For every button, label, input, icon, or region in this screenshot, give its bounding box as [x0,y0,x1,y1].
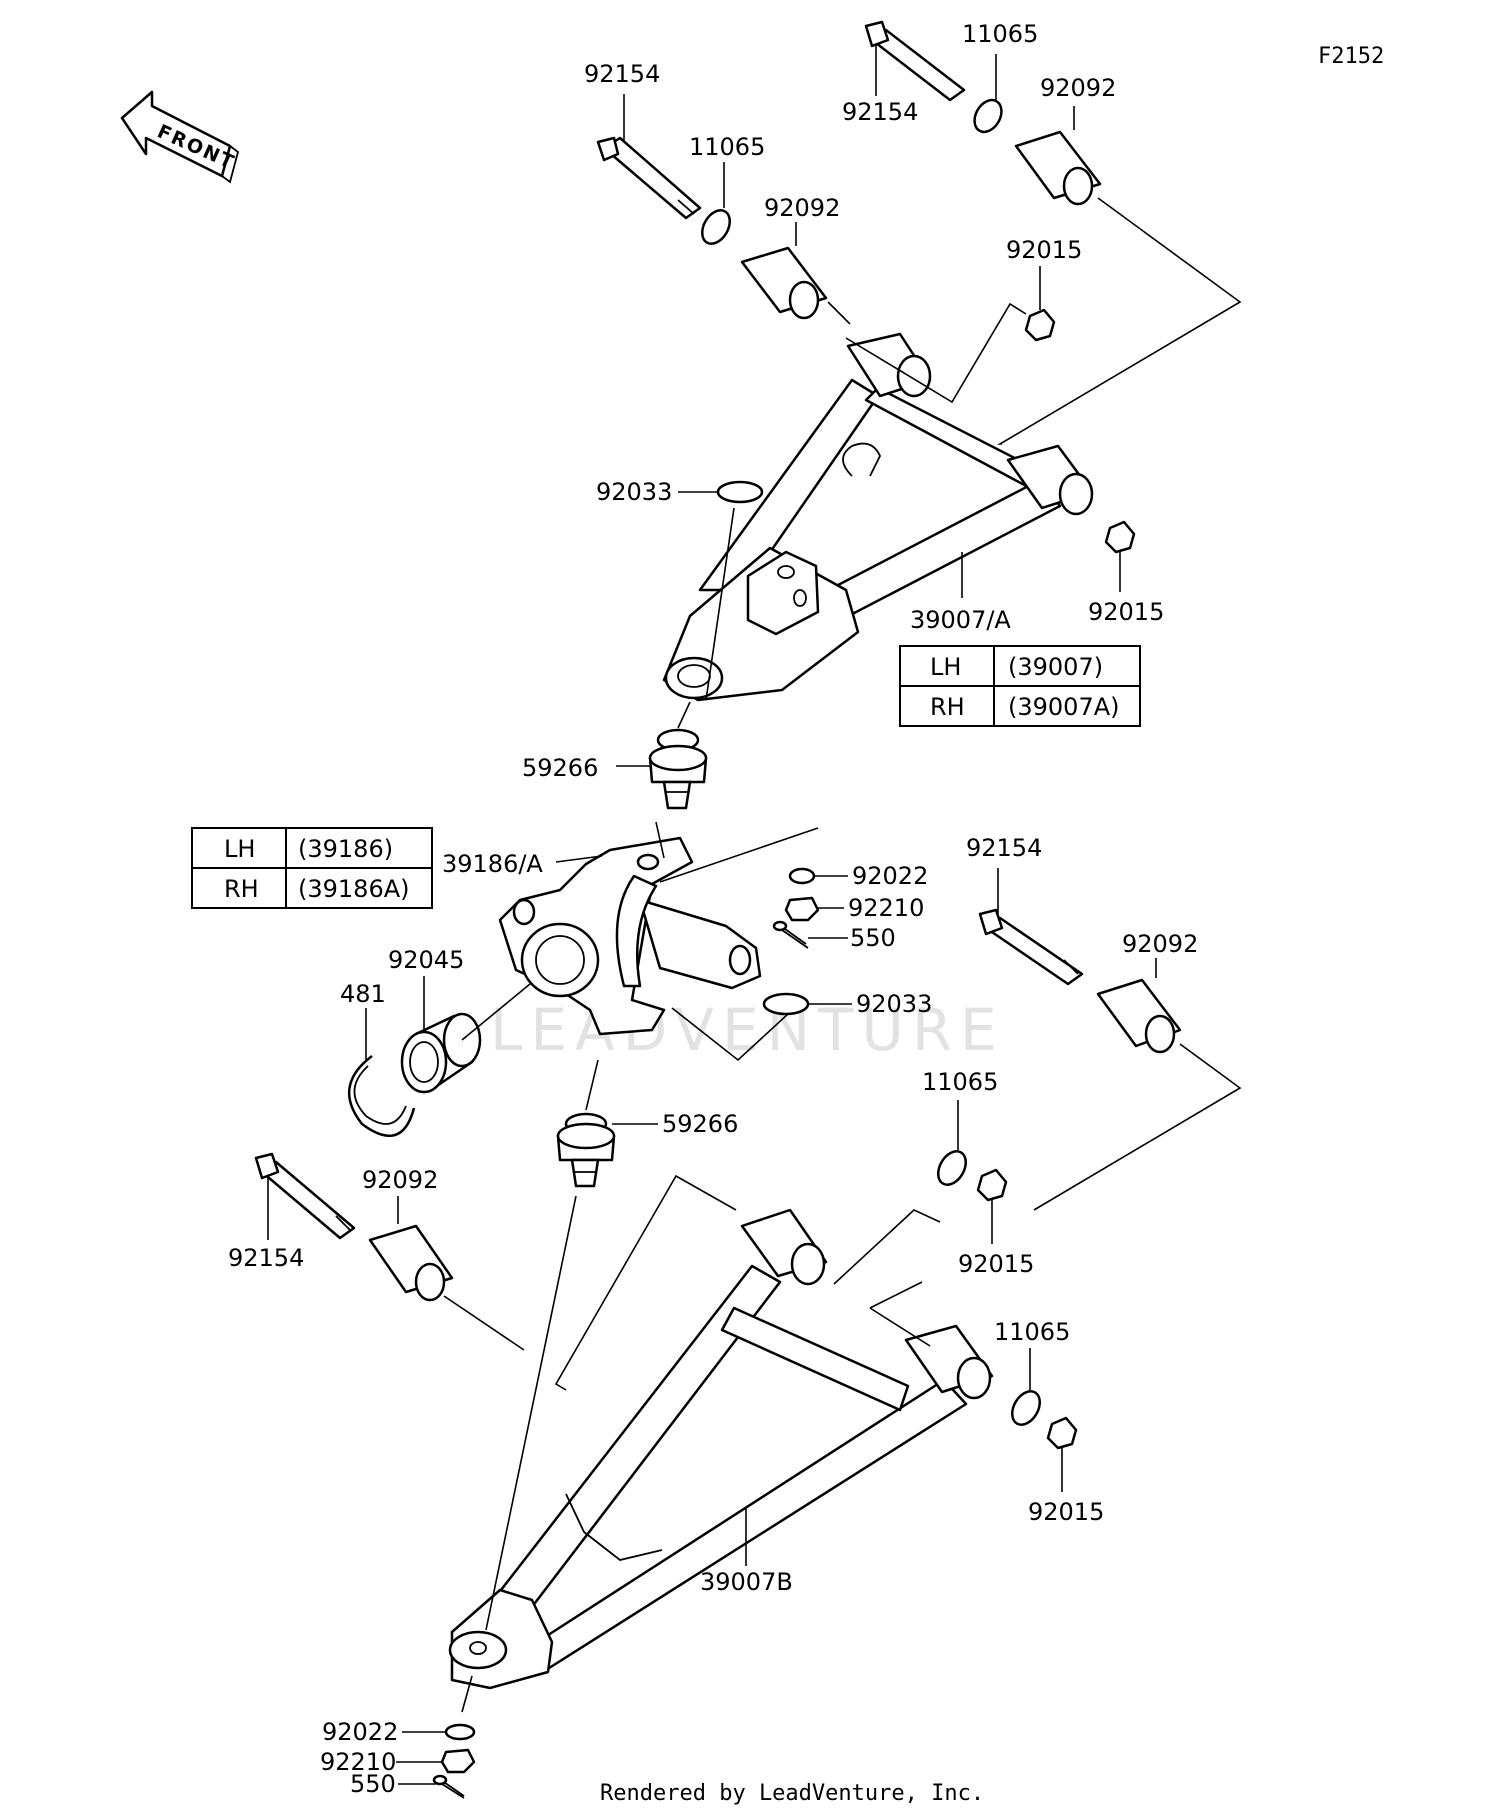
lower-washer-mid [937,1150,967,1186]
label-lower-bushing-right: 92092 [1122,930,1198,958]
arm-table-rh: RH [930,693,965,721]
label-knuckle-circlip: 92033 [856,990,932,1018]
label-upper-washer-left: 11065 [689,133,765,161]
lower-pin [432,1774,465,1799]
leader-upper-2 [997,197,1242,445]
label-lower-nut-right: 92015 [1028,1498,1104,1526]
knuckle-nut [784,896,820,922]
label-lower-arm: 39007B [700,1568,793,1596]
label-knuckle-nut: 92210 [848,894,924,922]
upper-bushing-left [740,246,828,320]
label-snapring: 481 [340,980,386,1008]
label-knuckle: 39186/A [442,850,543,878]
label-lower-bolt-right: 92154 [966,834,1042,862]
label-upper-bushing-left: 92092 [764,194,840,222]
upper-nut-right [1104,520,1136,554]
label-upper-washer-right: 11065 [962,20,1038,48]
upper-ball-joint [648,728,708,810]
lower-nut-right [1046,1416,1078,1450]
knuckle-washer [788,867,816,885]
leader-lower-3 [869,1281,923,1309]
leader-lower-1 [554,1174,737,1391]
lower-nut [440,1748,476,1774]
upper-washer-left [701,209,731,245]
upper-bushing-right [1014,130,1102,206]
leader-lower-2 [833,1209,941,1285]
lower-bolt-left [254,1152,356,1240]
lower-bushing-right [1096,978,1182,1054]
footer-credit: Rendered by LeadVenture, Inc. [600,1781,984,1806]
lower-washer-right [1011,1390,1041,1426]
knuckle-table-lh-part: (39186) [298,835,393,863]
knuckle-table-rh: RH [224,875,259,903]
lower-bolt-right [978,908,1084,986]
arm-table-rh-part: (39007A) [1008,693,1120,721]
knuckle-table-lh: LH [224,835,255,863]
knuckle-table-rh-part: (39186A) [298,875,410,903]
label-lower-bolt-left: 92154 [228,1244,304,1272]
watermark: LEADVENTURE [490,996,1005,1064]
label-upper-bolt-right: 92154 [842,98,918,126]
knuckle-circlip [762,992,810,1016]
steering-knuckle [498,836,762,1036]
lower-bushing-left [368,1224,454,1302]
label-upper-arm: 39007/A [910,606,1011,634]
label-upper-bushing-right: 92092 [1040,74,1116,102]
leader-lower-5 [1033,1043,1242,1211]
leader-lower-6 [443,1295,525,1351]
label-upper-circlip: 92033 [596,478,672,506]
figure-code: F2152 [1318,44,1384,69]
label-knuckle-pin: 550 [850,924,896,952]
wheel-bearing [400,1012,482,1094]
label-lower-washer-mid: 11065 [922,1068,998,1096]
label-upper-bolt-left: 92154 [584,60,660,88]
upper-circlip [716,480,764,504]
label-upper-nut-top: 92015 [1006,236,1082,264]
arm-table-lh-part: (39007) [1008,653,1103,681]
label-lower-nut: 92210 [320,1748,396,1776]
upper-washer-right [973,98,1003,134]
lower-ball-joint [556,1112,616,1188]
leader-upper-1 [845,302,1027,404]
label-lower-nut-mid: 92015 [958,1250,1034,1278]
label-upper-balljoint: 59266 [522,754,598,782]
lower-nut-mid [976,1168,1008,1202]
label-lower-balljoint: 59266 [662,1110,738,1138]
lower-a-arm [448,1208,994,1690]
arm-table: LH (39007) RH (39007A) [899,645,1141,727]
label-lower-bushing-left: 92092 [362,1166,438,1194]
leader-lower-4 [869,1307,931,1347]
label-lower-washer-right: 11065 [994,1318,1070,1346]
upper-nut-top [1024,308,1056,342]
upper-a-arm [662,332,1094,702]
upper-bolt-left [596,136,702,220]
label-upper-nut-right: 92015 [1088,598,1164,626]
label-bearing: 92045 [388,946,464,974]
label-lower-washer: 92022 [322,1718,398,1746]
knuckle-pin [772,920,809,949]
lower-washer [444,1723,476,1741]
front-arrow-icon: FRONT [120,90,240,184]
knuckle-table: LH (39186) RH (39186A) [191,827,433,909]
label-lower-pin: 550 [350,1770,396,1798]
label-knuckle-washer: 92022 [852,862,928,890]
arm-table-lh: LH [930,653,961,681]
upper-bolt-right [864,20,966,102]
